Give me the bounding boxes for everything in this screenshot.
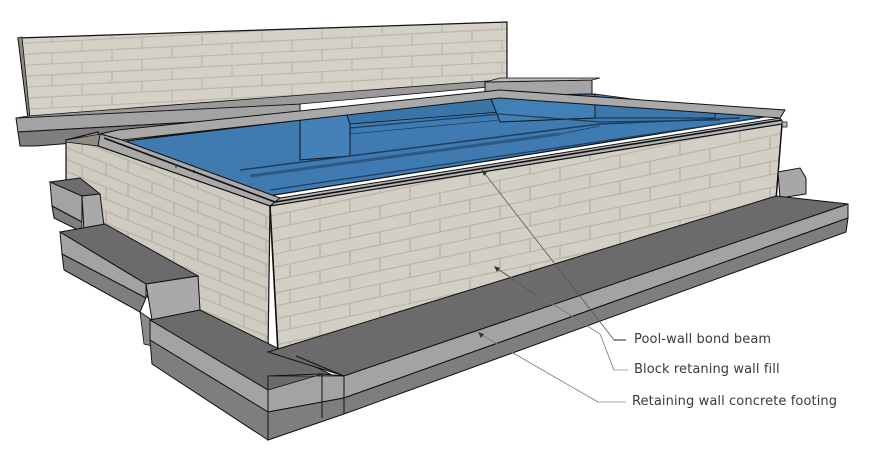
callout-leaders	[478, 169, 628, 403]
retaining-wall-concrete-footing	[266, 195, 849, 441]
back-retaining-wall	[15, 21, 508, 147]
callout-bond-beam: Pool-wall bond beam	[634, 332, 772, 347]
left-stepped-footing	[48, 177, 332, 441]
callout-wall-fill: Block retaning wall fill	[634, 362, 780, 377]
right-footing-step	[777, 167, 807, 199]
callout-footing: Retaining wall concrete footing	[632, 394, 838, 409]
